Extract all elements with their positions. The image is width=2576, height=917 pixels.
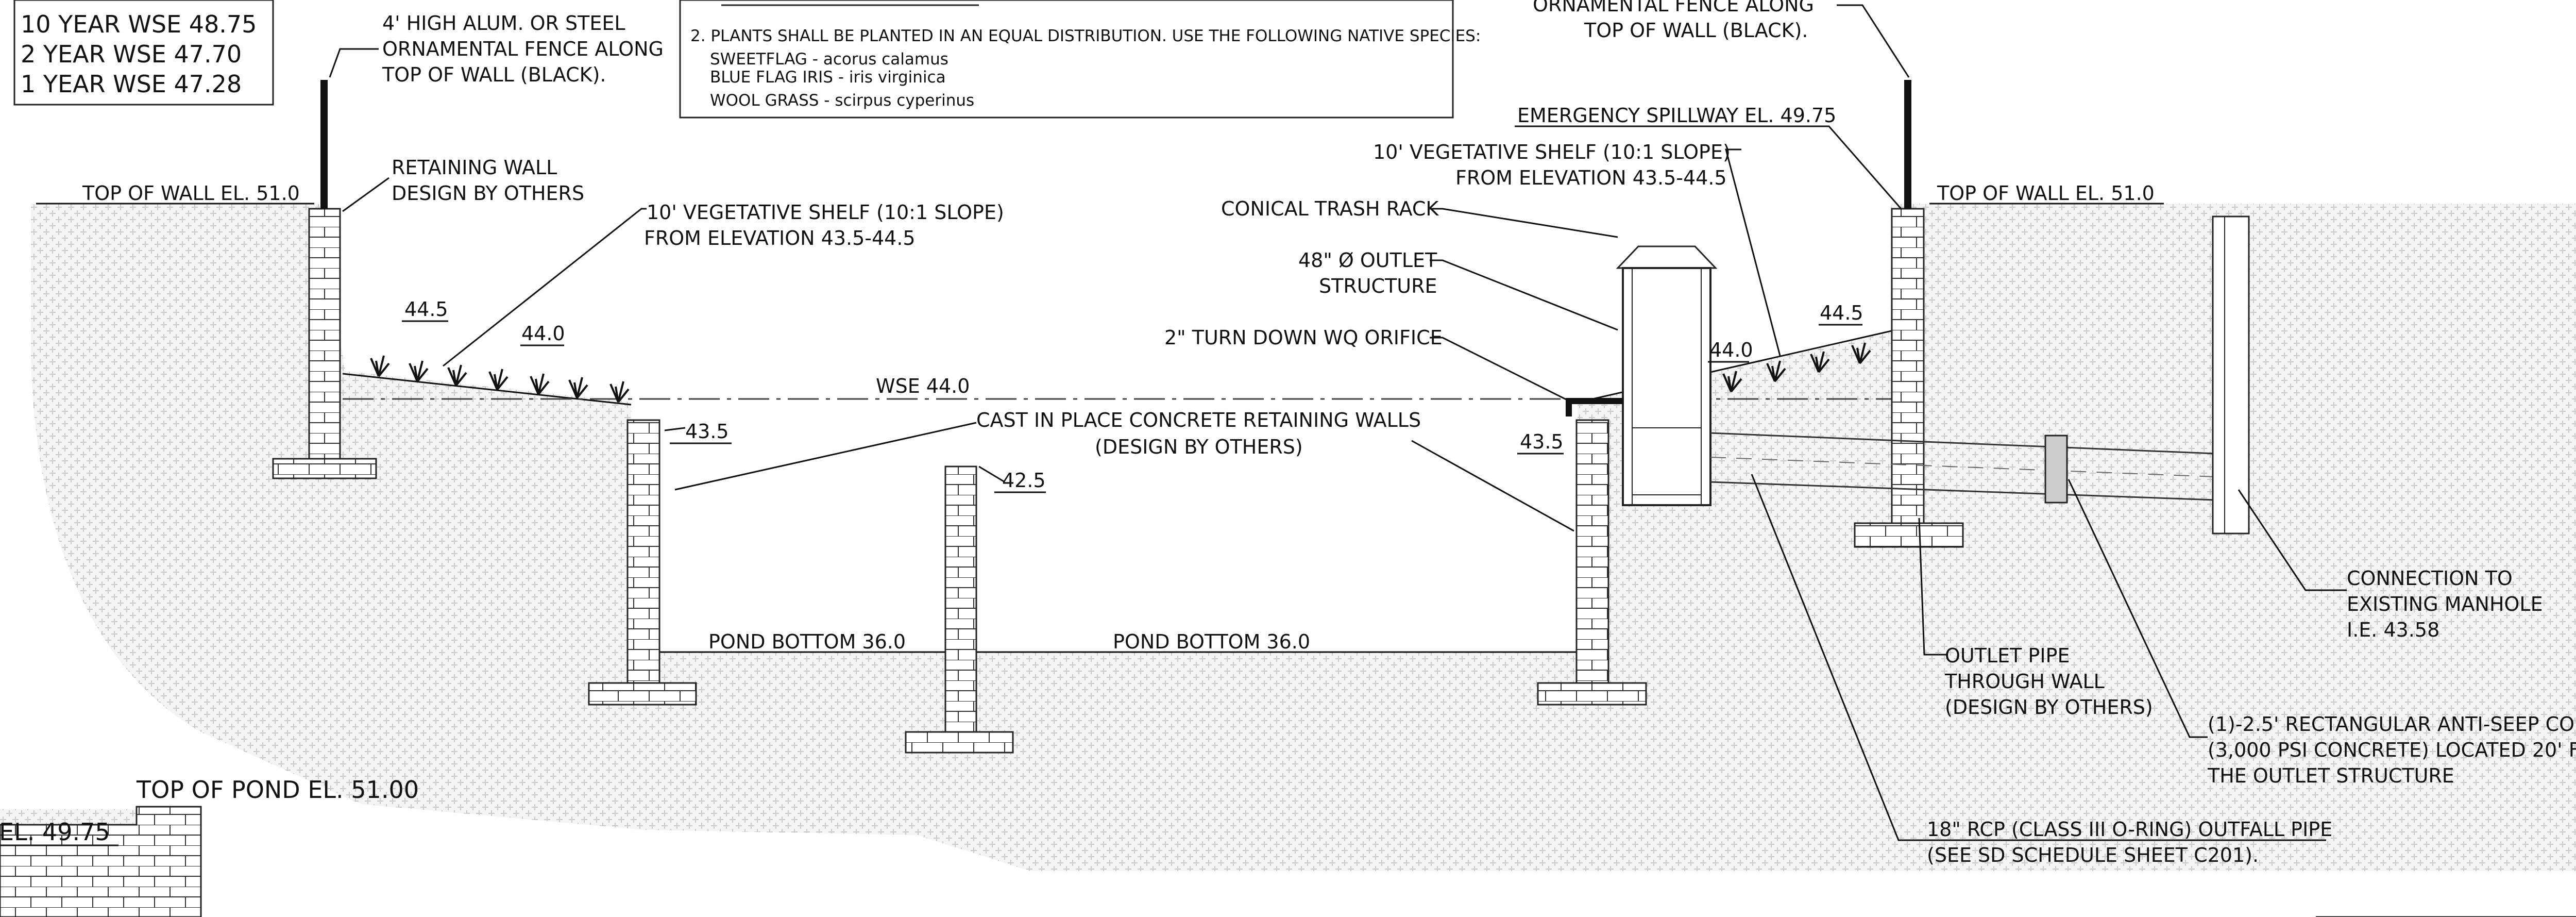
right-top-wall (1854, 208, 1964, 548)
elevation-44-0-right: 44.0 (1709, 339, 1753, 361)
retaining-wall-label-1: RETAINING WALL (392, 156, 557, 179)
pond-bottom-label-2: POND BOTTOM 36.0 (1113, 630, 1310, 653)
vegetative-shelf-left-1: 10' VEGETATIVE SHELF (10:1 SLOPE) (647, 201, 1004, 224)
plant-icon (447, 364, 467, 387)
rcp-label-2: (SEE SD SCHEDULE SHEET C201). (1927, 844, 2259, 866)
plant-icon (488, 369, 509, 391)
vegetative-shelf-right-2: FROM ELEVATION 43.5-44.5 (1455, 166, 1727, 189)
connection-label-3: I.E. 43.58 (2347, 619, 2439, 641)
note-line-3: BLUE FLAG IRIS - iris virginica (710, 68, 946, 87)
plant-icon (409, 360, 429, 382)
emergency-spillway-label: EMERGENCY SPILLWAY EL. 49.75 (1517, 104, 1836, 127)
outfall-pipe (1710, 215, 2250, 535)
collar-label-1: (1)-2.5' RECTANGULAR ANTI-SEEP COLLAR (2208, 713, 2576, 736)
soil-mass (0, 204, 2576, 917)
outlet-pipe-label-1: OUTLET PIPE (1945, 644, 2070, 667)
outlet-structure-label-2: STRUCTURE (1319, 275, 1437, 297)
outlet-structure (1566, 245, 1718, 506)
top-of-pond-label: TOP OF POND EL. 51.00 (136, 776, 419, 804)
top-of-wall-right: TOP OF WALL EL. 51.0 (1937, 182, 2155, 205)
cast-in-place-label-2: (DESIGN BY OTHERS) (1095, 436, 1303, 458)
left-fence-post (320, 80, 328, 209)
connection-label-1: CONNECTION TO (2347, 567, 2513, 590)
collar-label-2: (3,000 PSI CONCRETE) LOCATED 20' FROM (2208, 739, 2576, 761)
plant-icon (609, 381, 630, 403)
plant-icon (1722, 371, 1742, 393)
elevation-44-0-left: 44.0 (521, 322, 565, 345)
wse-label: WSE 44.0 (876, 375, 970, 397)
right-inner-wall (1537, 419, 1647, 706)
wse-10-year: 10 YEAR WSE 48.75 (21, 10, 257, 38)
left-vegetative-slope (342, 373, 632, 406)
outlet-pipe-label-3: (DESIGN BY OTHERS) (1945, 696, 2153, 719)
elevation-43-5-left: 43.5 (685, 420, 729, 443)
anti-seep-collar (2044, 435, 2068, 504)
plant-icon (1766, 360, 1786, 382)
outlet-opening (1632, 427, 1702, 495)
fence-left-label-1: 4' HIGH ALUM. OR STEEL (382, 12, 625, 35)
elevation-49-75-label: EL. 49.75 (0, 818, 110, 846)
fence-right-label-1: ORNAMENTAL FENCE ALONG (1533, 0, 1814, 16)
plant-icon (1810, 351, 1830, 373)
right-fence-post (1904, 80, 1911, 209)
vegetative-shelf-right-1: 10' VEGETATIVE SHELF (10:1 SLOPE) (1373, 141, 1731, 163)
leader-lines (0, 4, 2576, 917)
lower-left-wall (0, 806, 202, 917)
retaining-wall-label-2: DESIGN BY OTHERS (392, 182, 584, 205)
note-line-4: WOOL GRASS - scirpus cyperinus (710, 91, 974, 110)
plant-icon (568, 377, 588, 399)
orifice-label: 2" TURN DOWN WQ ORIFICE (1164, 326, 1443, 349)
existing-manhole (2212, 215, 2250, 535)
collar-label-3: THE OUTLET STRUCTURE (2207, 764, 2454, 787)
fence-left-label-2: ORNAMENTAL FENCE ALONG (382, 38, 664, 60)
center-wall (905, 465, 1014, 754)
fence-right-label-2: TOP OF WALL (BLACK). (1584, 19, 1808, 42)
left-inner-wall (588, 419, 697, 706)
plants-left (370, 355, 630, 403)
elevation-42-5: 42.5 (1002, 469, 1046, 492)
top-of-wall-left: TOP OF WALL EL. 51.0 (82, 182, 300, 205)
plant-icon (370, 355, 390, 377)
elevation-44-5-left: 44.5 (404, 298, 448, 321)
wse-2-year: 2 YEAR WSE 47.70 (21, 40, 242, 68)
water-levels-box (13, 0, 274, 106)
fence-left-label-3: TOP OF WALL (BLACK). (382, 63, 606, 86)
elevation-43-5-right: 43.5 (1520, 430, 1564, 453)
rcp-label-1: 18" RCP (CLASS III O-RING) OUTFALL PIPE (1927, 818, 2332, 841)
outlet-pipe-label-2: THROUGH WALL (1944, 670, 2105, 693)
note-line-2: SWEETFLAG - acorus calamus (710, 50, 948, 69)
outlet-structure-label-1: 48" Ø OUTLET (1298, 249, 1437, 272)
wse-1-year: 1 YEAR WSE 47.28 (21, 70, 242, 98)
pond-bottom-label-1: POND BOTTOM 36.0 (708, 630, 906, 653)
cast-in-place-label-1: CAST IN PLACE CONCRETE RETAINING WALLS (976, 409, 1421, 431)
vegetative-shelf-left-2: FROM ELEVATION 43.5-44.5 (644, 227, 916, 249)
trash-rack-label: CONICAL TRASH RACK (1221, 197, 1439, 220)
elevation-44-5-right: 44.5 (1820, 302, 1863, 324)
pond-interior (319, 204, 1891, 652)
wq-orifice-icon (1566, 398, 1623, 416)
note-line-1: 2. PLANTS SHALL BE PLANTED IN AN EQUAL D… (690, 27, 1481, 45)
plant-icon (530, 373, 550, 395)
plants-right (1722, 342, 1871, 393)
notes-box (679, 0, 1454, 119)
connection-label-2: EXISTING MANHOLE (2347, 593, 2543, 615)
plant-icon (1851, 342, 1871, 364)
